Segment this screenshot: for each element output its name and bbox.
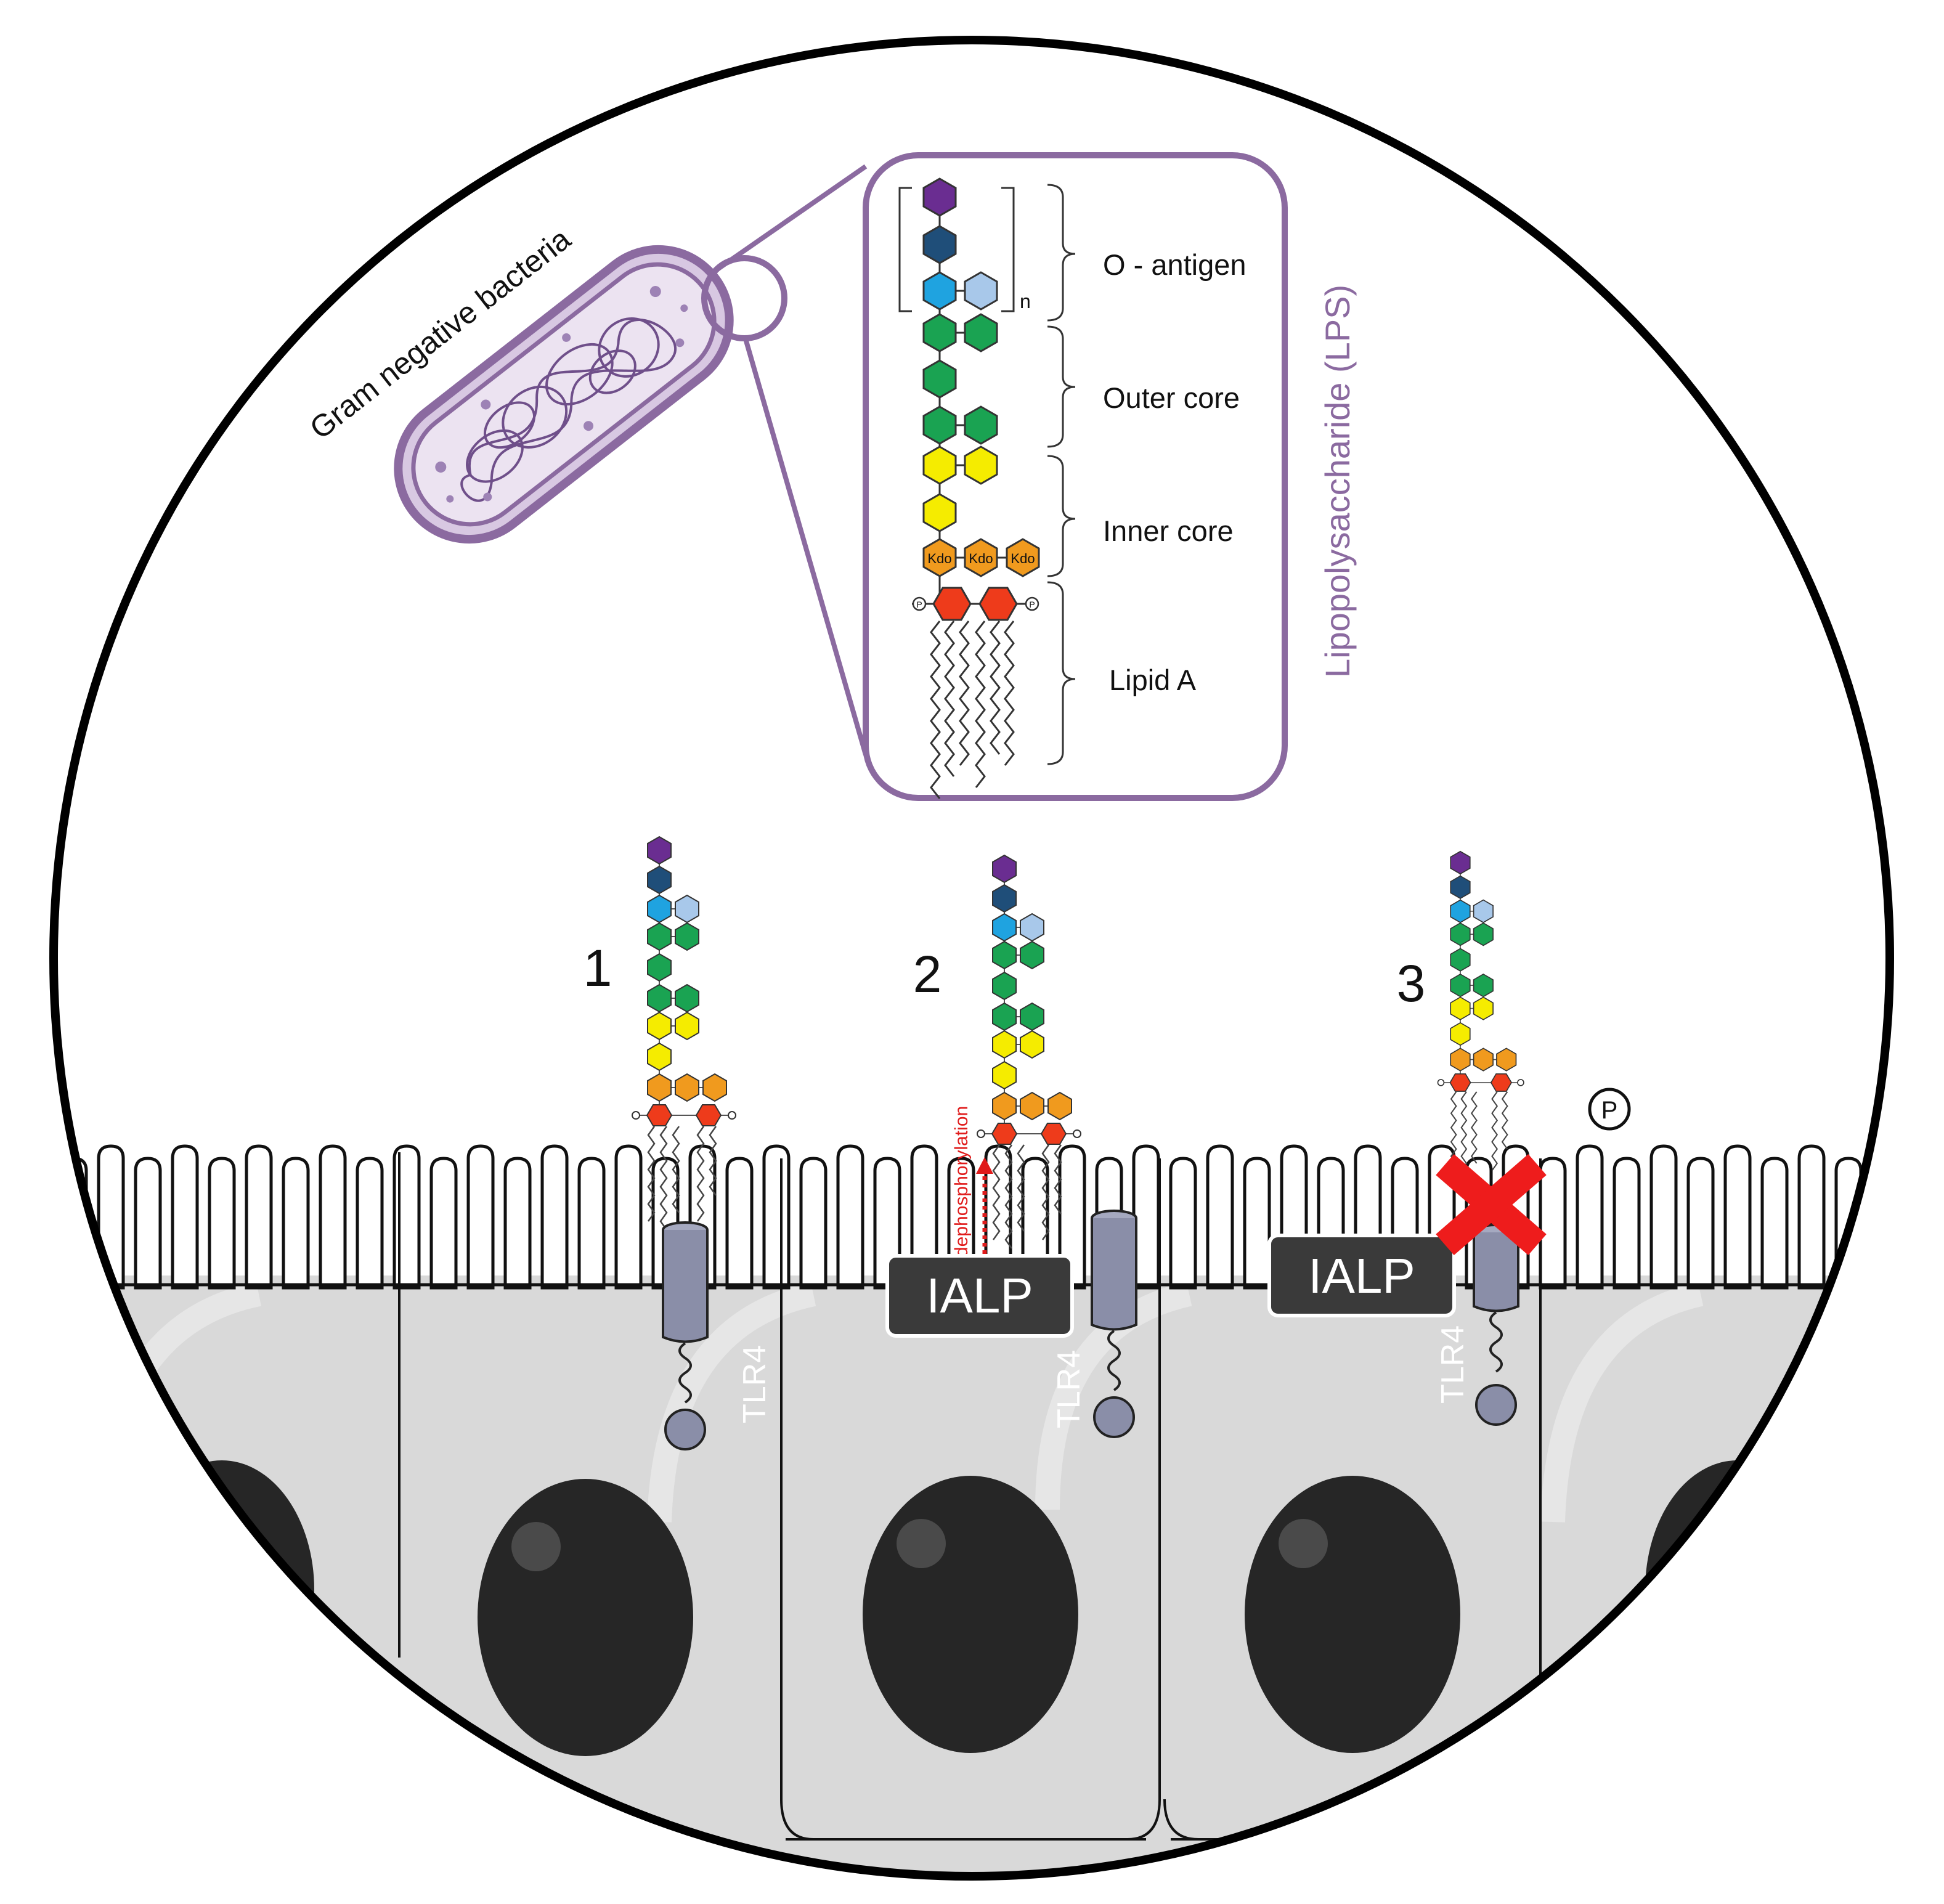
- microvillus: [1649, 1144, 1678, 1290]
- microvillus: [1576, 1144, 1604, 1290]
- microvillus: [1760, 1157, 1789, 1290]
- kdo-residues: Kdo Kdo Kdo: [922, 538, 1040, 577]
- sugar-hexagon: [922, 313, 957, 352]
- tlr4-receptor: [662, 1221, 709, 1450]
- sugar-hexagon: [922, 405, 957, 445]
- kdo-label: Kdo: [1011, 551, 1035, 566]
- free-phosphate: P: [1588, 1088, 1631, 1131]
- blocked-cross-icon: [1436, 1153, 1547, 1256]
- microvillus: [1169, 1157, 1197, 1290]
- microvillus: [282, 1157, 310, 1290]
- arrow-head: [976, 1157, 993, 1174]
- sugar-hexagon: [964, 313, 998, 352]
- microvillus: [910, 1144, 938, 1290]
- microvillus: [1871, 1144, 1890, 1290]
- tlr4-label: TLR4: [737, 1345, 773, 1423]
- microvillus: [134, 1157, 162, 1290]
- zoom-highlight: [701, 255, 787, 341]
- zoom-connector: [743, 338, 868, 756]
- scenario-3: 3 TLR4 IALP P: [1267, 852, 1631, 1426]
- sugar-hexagon: [922, 271, 957, 311]
- microvillus: [1243, 1157, 1271, 1290]
- microvillus: [1058, 1144, 1086, 1290]
- sugar-hexagon: [922, 359, 957, 399]
- tlr4-receptor: [1091, 1210, 1137, 1438]
- region-braces: [1047, 184, 1076, 765]
- sugar-hexagon: [964, 405, 998, 445]
- microvillus: [1723, 1144, 1752, 1290]
- kdo-label: Kdo: [969, 551, 993, 566]
- sugar-hexagon: [964, 445, 998, 485]
- scenario-2: 2 dephosphorylation IALP TLR4: [885, 855, 1137, 1438]
- circle-border: [49, 36, 1894, 1881]
- ialp-enzyme: IALP: [1267, 1234, 1456, 1317]
- microvillus: [356, 1157, 384, 1290]
- ialp-label: IALP: [926, 1268, 1033, 1323]
- ialp-enzyme: IALP: [885, 1254, 1074, 1338]
- microvillus: [429, 1157, 458, 1290]
- microvillus: [725, 1157, 754, 1290]
- phosphate-label: P: [1029, 600, 1035, 609]
- nucleus: [1645, 1460, 1830, 1719]
- microvillus: [799, 1157, 828, 1290]
- sugar-hexagon: [922, 177, 957, 217]
- tlr4-label: TLR4: [1435, 1325, 1471, 1404]
- microvillus: [503, 1157, 532, 1290]
- fatty-acid-chains: [930, 620, 1015, 799]
- sugar-hexagon: [922, 445, 957, 485]
- scenario-number: 3: [1397, 954, 1426, 1012]
- dephosphorylation-label: dephosphorylation: [951, 1106, 972, 1257]
- kdo-label: Kdo: [927, 551, 951, 566]
- scenario-number: 2: [913, 945, 942, 1003]
- microvillus: [171, 1144, 199, 1290]
- microvillus: [614, 1144, 643, 1290]
- microvillus: [1797, 1144, 1826, 1290]
- microvillus: [1539, 1157, 1567, 1290]
- lps-title: Lipopolysaccharide (LPS): [1318, 285, 1357, 678]
- microvillus: [466, 1144, 495, 1290]
- microvillus: [577, 1157, 606, 1290]
- nucleus: [1245, 1476, 1460, 1753]
- tlr4-label: TLR4: [1051, 1350, 1087, 1428]
- microvillus: [25, 1146, 49, 1288]
- microvillus: [762, 1144, 791, 1290]
- lipid-a-label: Lipid A: [1109, 664, 1197, 696]
- microvillus: [208, 1157, 236, 1290]
- sugar-hexagon: [922, 225, 957, 264]
- microvillus: [1686, 1157, 1715, 1290]
- gram-negative-bacterium: [394, 245, 734, 544]
- microvillus: [245, 1144, 273, 1290]
- phosphate-label: P: [916, 600, 922, 609]
- microvillus: [319, 1144, 347, 1290]
- o-antigen-label: O - antigen: [1103, 248, 1247, 281]
- microvillus: [1206, 1144, 1234, 1290]
- nucleus: [129, 1460, 314, 1719]
- microvillus: [836, 1144, 864, 1290]
- microvillus: [1613, 1157, 1641, 1290]
- sugar-hexagon: [922, 493, 957, 532]
- ialp-label: IALP: [1308, 1248, 1415, 1303]
- inner-core-label: Inner core: [1103, 515, 1234, 547]
- repeat-subscript: n: [1020, 290, 1031, 312]
- microvillus: [540, 1144, 569, 1290]
- microvillus: [1132, 1144, 1160, 1290]
- nucleus: [863, 1476, 1078, 1753]
- sugar-hexagon: [964, 271, 998, 311]
- outer-core-label: Outer core: [1103, 381, 1240, 414]
- zoom-connector: [713, 164, 868, 274]
- lipid-a-head: P P: [912, 587, 1039, 621]
- nucleus: [478, 1479, 693, 1756]
- tlr4-receptor: [1473, 1224, 1519, 1426]
- lps-structure-panel: n Kdo Kdo Kdo P P: [863, 152, 1288, 801]
- scenario-number: 1: [584, 939, 612, 997]
- scenario-1: 1 TLR4: [584, 837, 773, 1450]
- free-phosphate-label: P: [1601, 1097, 1618, 1124]
